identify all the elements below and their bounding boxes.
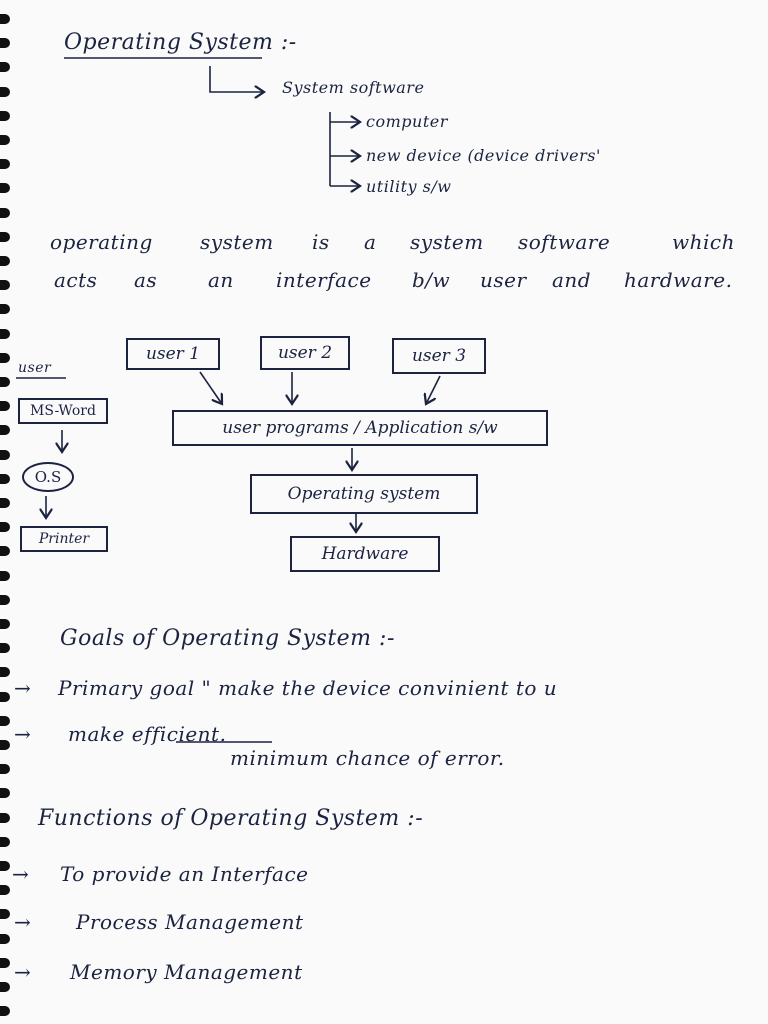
def-word: a: [364, 230, 377, 254]
binding-hole: [0, 982, 10, 992]
goals-heading: Goals of Operating System :-: [60, 626, 395, 651]
function-item-1: To provide an Interface: [60, 862, 309, 886]
binding-hole: [0, 38, 10, 49]
def-word: b/w: [412, 268, 451, 292]
def-word: and: [552, 268, 592, 292]
goal-item-2: make efficient.: [68, 722, 227, 746]
function-item-2: Process Management: [76, 910, 304, 934]
function-arrow: →: [14, 910, 32, 934]
def-word: system: [200, 230, 274, 254]
goal-arrow: →: [14, 722, 32, 746]
binding-hole: [0, 933, 10, 944]
binding-hole: [0, 62, 10, 73]
binding-hole: [0, 231, 10, 242]
def-word: system: [410, 230, 484, 254]
functions-heading: Functions of Operating System :-: [38, 806, 424, 831]
binding-hole: [0, 619, 10, 629]
binding-hole: [0, 1006, 10, 1017]
user-2-box: user 2: [260, 336, 350, 370]
binding-hole: [0, 183, 10, 194]
binding-hole: [0, 425, 10, 436]
binding-hole: [0, 788, 10, 799]
binding-hole: [0, 256, 10, 266]
user-1-box: user 1: [126, 338, 220, 370]
def-word: operating: [50, 230, 153, 254]
user-programs-box: user programs / Application s/w: [172, 410, 548, 446]
binding-hole: [0, 159, 10, 170]
function-arrow: →: [12, 862, 30, 886]
binding-hole: [0, 352, 10, 363]
binding-hole: [0, 377, 10, 387]
binding-hole: [0, 643, 10, 654]
os-oval: O.S: [22, 462, 74, 492]
binding-hole: [0, 715, 10, 726]
def-word: is: [312, 230, 330, 254]
binding-hole: [0, 546, 10, 557]
binding-hole: [0, 957, 10, 968]
goal-item-1: Primary goal " make the device convinien…: [58, 676, 558, 700]
binding-hole: [0, 812, 10, 823]
spiral-binding: [0, 0, 16, 1024]
user-3-box: user 3: [392, 338, 486, 374]
tree-child-3: utility s/w: [366, 177, 452, 196]
binding-hole: [0, 594, 10, 605]
goal-note: minimum chance of error.: [230, 746, 505, 770]
def-word: user: [480, 268, 527, 292]
binding-hole: [0, 836, 10, 847]
def-word: as: [134, 268, 158, 292]
binding-hole: [0, 304, 10, 315]
binding-hole: [0, 667, 10, 678]
binding-hole: [0, 449, 10, 460]
binding-hole: [0, 110, 10, 121]
binding-hole: [0, 861, 10, 871]
side-user-label: user: [18, 360, 52, 376]
binding-hole: [0, 740, 10, 750]
binding-hole: [0, 280, 10, 291]
binding-hole: [0, 86, 10, 97]
def-word: an: [208, 268, 234, 292]
binding-hole: [0, 14, 10, 24]
printer-box: Printer: [20, 526, 108, 552]
function-item-3: Memory Management: [70, 960, 303, 984]
user-1-arrow: [199, 371, 222, 404]
tree-child-1: computer: [366, 112, 448, 131]
binding-hole: [0, 328, 10, 339]
function-arrow: →: [14, 960, 32, 984]
def-word: interface: [276, 268, 372, 292]
tree-root: System software: [282, 78, 425, 97]
binding-hole: [0, 909, 10, 920]
hardware-box: Hardware: [290, 536, 440, 572]
def-word: hardware.: [624, 268, 733, 292]
user-3-arrow: [426, 375, 441, 404]
binding-hole: [0, 498, 10, 508]
ms-word-box: MS-Word: [18, 398, 108, 424]
binding-hole: [0, 691, 10, 702]
goal-arrow: →: [14, 676, 32, 700]
binding-hole: [0, 885, 10, 896]
def-word: which: [672, 230, 735, 254]
tree-child-2: new device (device drivers': [366, 146, 601, 165]
binding-hole: [0, 207, 10, 218]
binding-hole: [0, 135, 10, 145]
binding-hole: [0, 764, 10, 775]
page-title: Operating System :-: [64, 30, 297, 55]
def-word: software: [518, 230, 611, 254]
binding-hole: [0, 401, 10, 412]
tree-root-arrow: [209, 66, 264, 92]
binding-hole: [0, 570, 10, 581]
binding-hole: [0, 473, 10, 484]
def-word: acts: [54, 268, 98, 292]
binding-hole: [0, 522, 10, 533]
operating-system-box: Operating system: [250, 474, 478, 514]
